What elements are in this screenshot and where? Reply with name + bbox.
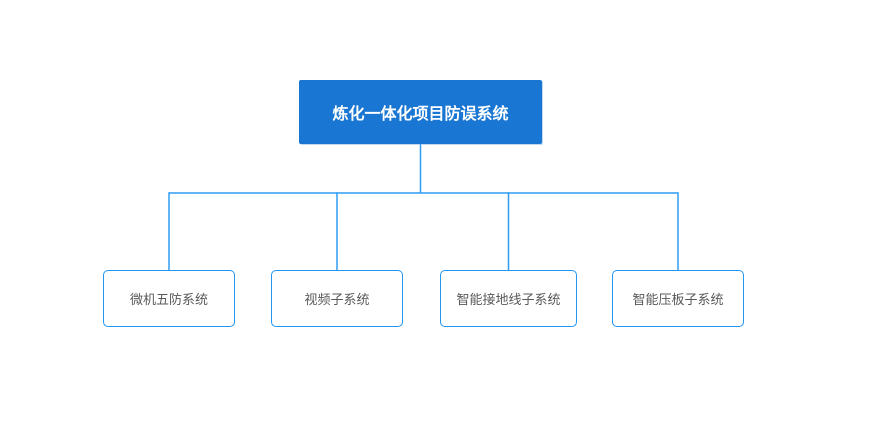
root-node-label: 炼化一体化项目防误系统 (332, 106, 509, 123)
child-node-pressplate[interactable]: 智能压板子系统 (612, 270, 744, 327)
child-node-grounding[interactable]: 智能接地线子系统 (440, 270, 577, 327)
child-node-label: 智能接地线子系统 (456, 292, 561, 307)
child-node-label: 智能压板子系统 (632, 292, 724, 307)
child-node-wujifang[interactable]: 微机五防系统 (103, 270, 235, 327)
root-node[interactable]: 炼化一体化项目防误系统 (299, 80, 542, 144)
child-node-video[interactable]: 视频子系统 (271, 270, 403, 327)
child-node-label: 视频子系统 (304, 292, 370, 307)
child-node-label: 微机五防系统 (129, 292, 208, 307)
